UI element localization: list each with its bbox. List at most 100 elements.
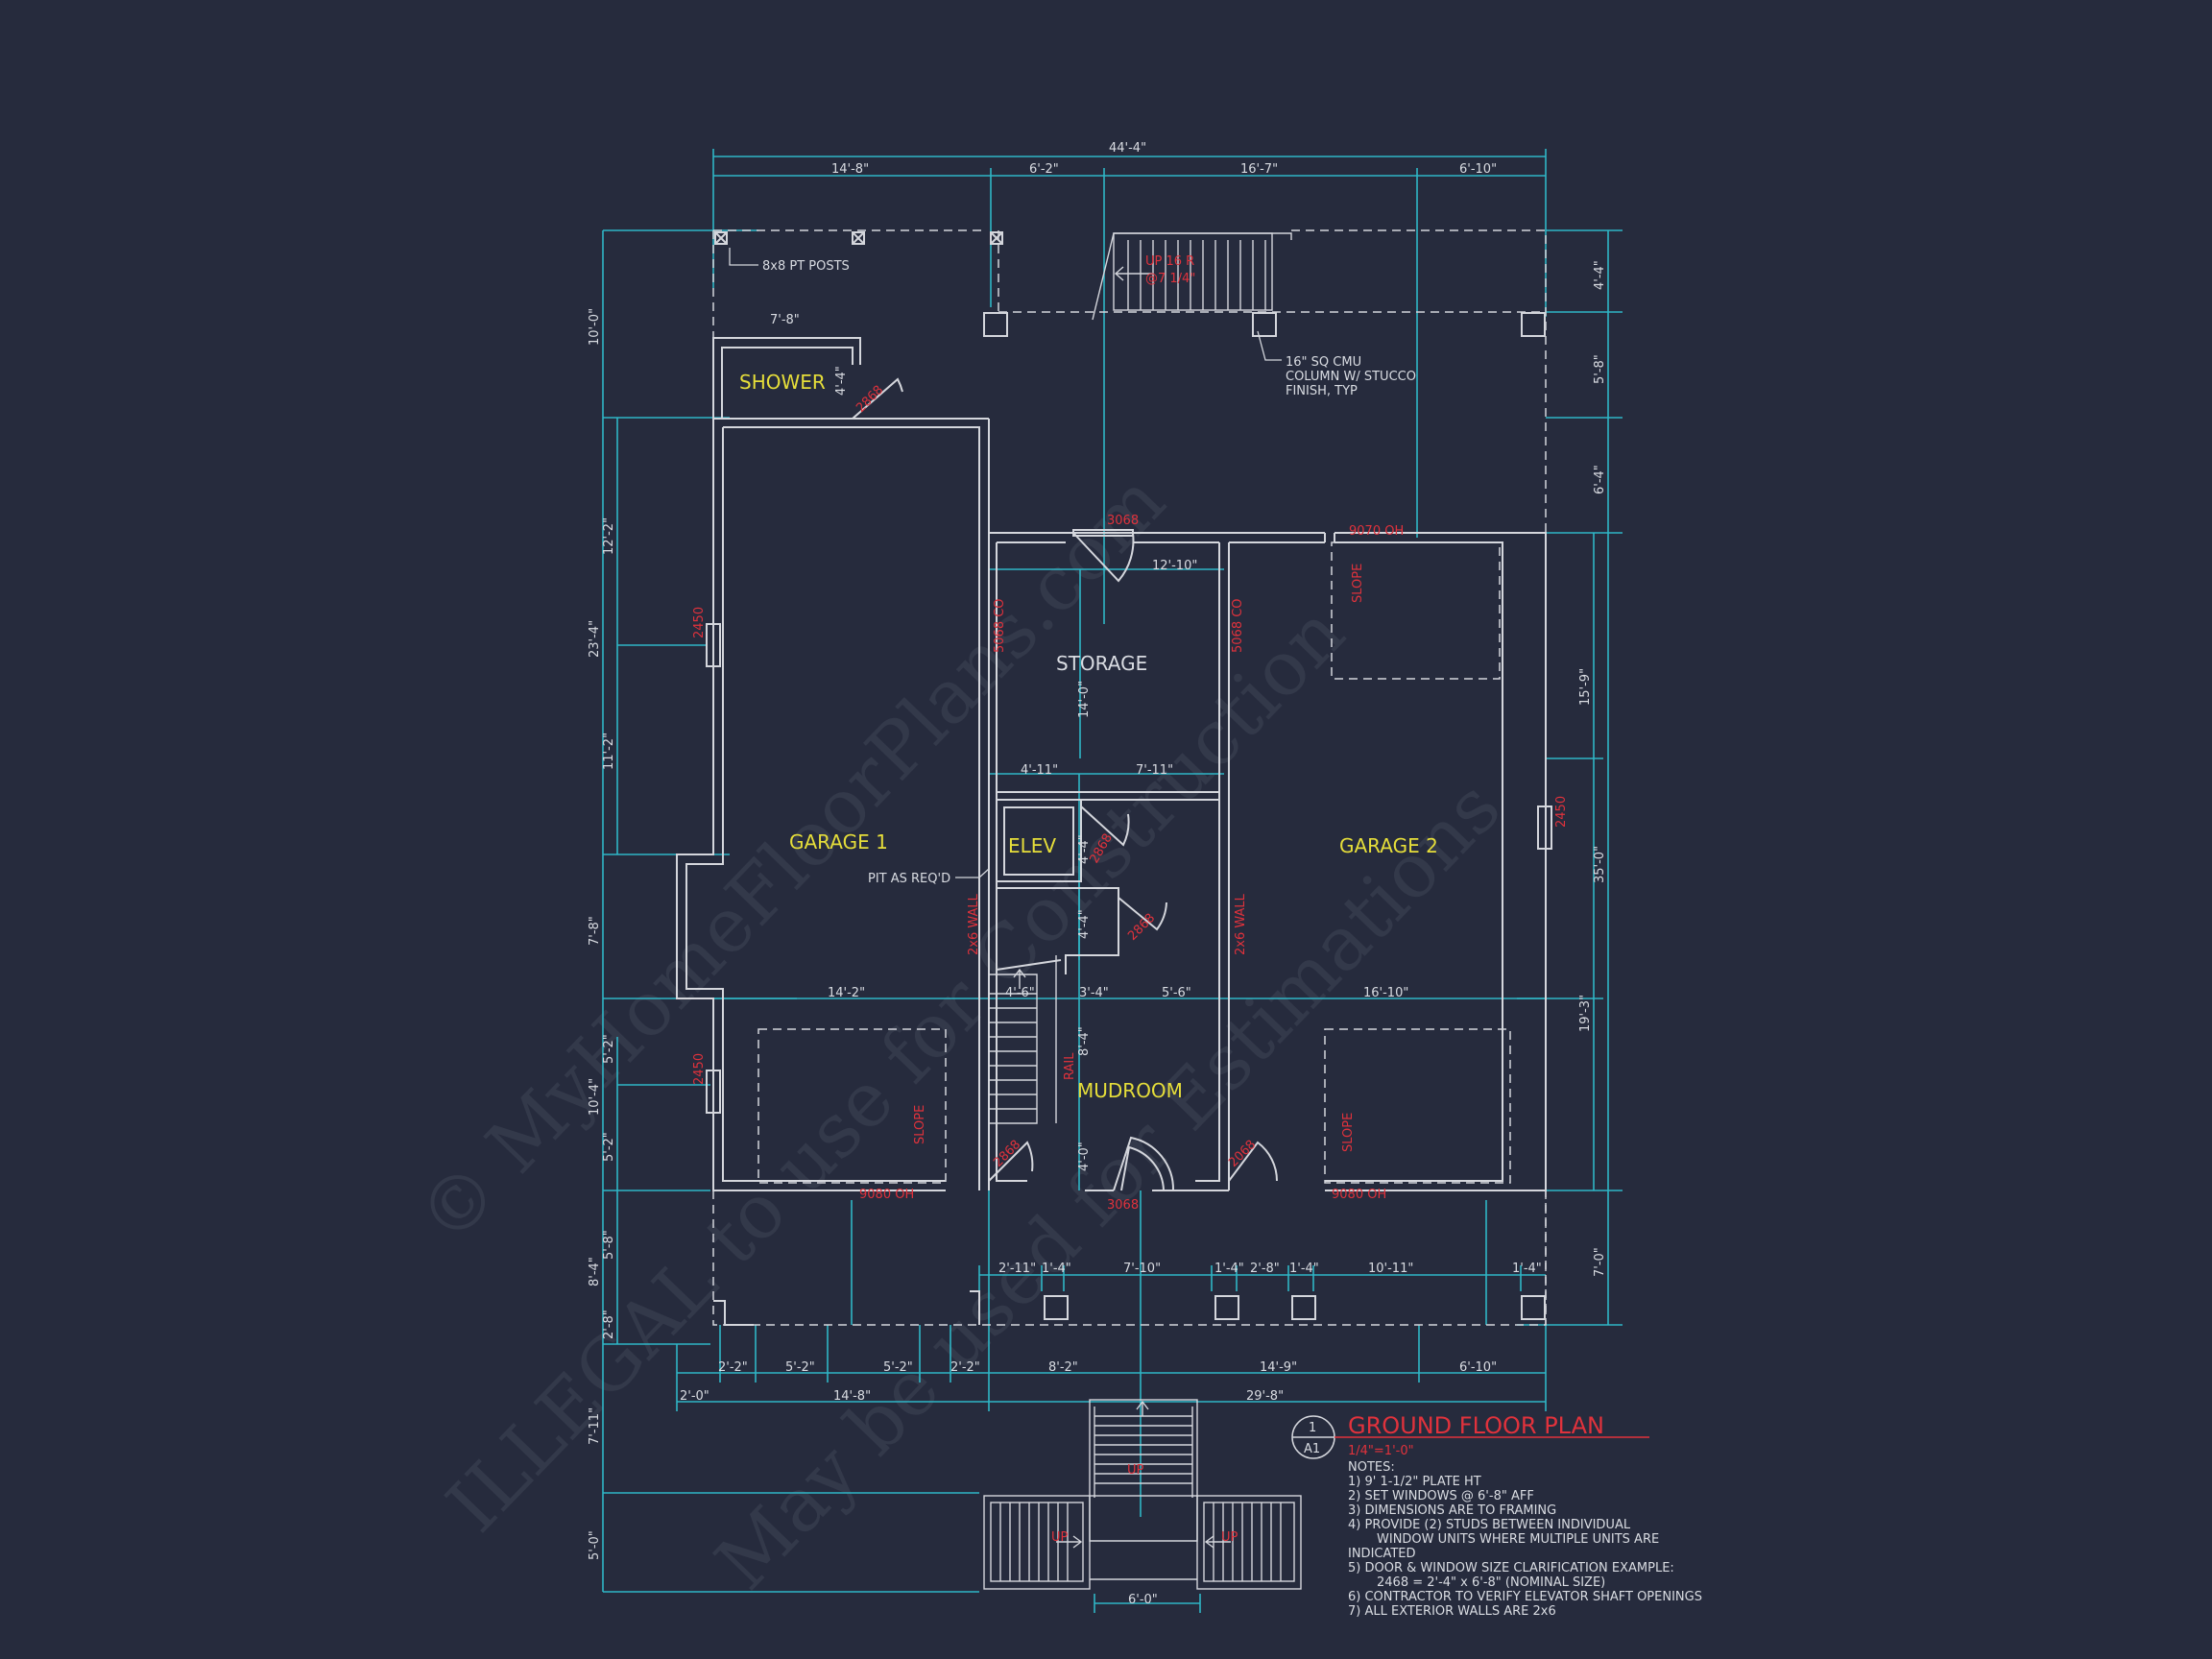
dim-porch-5: 2'-8"	[1250, 1262, 1280, 1276]
dim-left-11: 2'-8"	[602, 1310, 616, 1339]
dim-bottom-3: 5'-2"	[883, 1360, 913, 1375]
dim-porch-1: 2'-11"	[998, 1262, 1036, 1276]
label-up-2: UP	[1051, 1530, 1069, 1545]
label-wall-2: 2x6 WALL	[1234, 893, 1248, 955]
dim-left-2: 23'-4"	[588, 620, 602, 658]
dim-mid-a: 4'-6"	[1005, 986, 1035, 1000]
dim-mid-c: 5'-6"	[1162, 986, 1191, 1000]
dim-shower-h: 4'-4"	[834, 366, 849, 396]
note-pit: PIT AS REQ'D	[868, 872, 950, 886]
dashed-outlines	[712, 229, 1547, 1326]
leader-lines	[729, 248, 1282, 878]
label-stair-risers: UP 16 R	[1145, 254, 1194, 269]
note-posts: 8x8 PT POSTS	[762, 259, 850, 274]
room-label-garage-2: GARAGE 2	[1339, 834, 1438, 857]
dim-bottom-1: 2'-2"	[718, 1360, 748, 1375]
room-label-elev: ELEV	[1008, 834, 1056, 857]
note-5-example: 2468 = 2'-4" x 6'-8" (NOMINAL SIZE)	[1377, 1575, 1605, 1590]
label-overhead-g2-bottom: 9080 OH	[1332, 1188, 1386, 1202]
dim-left-12: 7'-11"	[588, 1407, 602, 1445]
label-slope-1: SLOPE	[1351, 564, 1365, 603]
dim-right-5: 35'-0"	[1593, 846, 1607, 883]
dim-bottom-2: 5'-2"	[785, 1360, 815, 1375]
dim-left-13: 5'-0"	[588, 1530, 602, 1560]
dim-garage1-width: 14'-2"	[828, 986, 865, 1000]
dim-hall-h: 4'-4"	[1077, 909, 1092, 939]
dim-elev-h: 4'-4"	[1077, 834, 1092, 864]
label-slope-3: SLOPE	[1341, 1113, 1356, 1152]
dim-top-2: 6'-2"	[1029, 162, 1059, 177]
annotations: 8x8 PT POSTS 16" SQ CMU COLUMN W/ STUCCO…	[762, 259, 1416, 886]
dim-storage-width: 12'-10"	[1152, 559, 1197, 573]
dim-left-4: 11'-2"	[602, 733, 616, 770]
dim-top-total: 44'-4"	[1109, 141, 1146, 156]
dim-bottom-row2-1: 2'-0"	[680, 1389, 709, 1404]
dim-porch-7: 10'-11"	[1368, 1262, 1413, 1276]
dim-bottom-row2-3: 29'-8"	[1246, 1389, 1284, 1404]
plan-title: GROUND FLOOR PLAN	[1348, 1412, 1604, 1439]
dim-bottom-5: 8'-2"	[1048, 1360, 1078, 1375]
dim-top-1: 14'-8"	[831, 162, 869, 177]
dim-split-b: 7'-11"	[1136, 763, 1173, 778]
note-4: 4) PROVIDE (2) STUDS BETWEEN INDIVIDUAL	[1348, 1518, 1631, 1532]
label-up-3: UP	[1221, 1530, 1238, 1545]
room-label-storage: STORAGE	[1056, 652, 1147, 675]
dimension-text: 44'-4" 14'-8" 6'-2" 16'-7" 6'-10" 7'-8" …	[588, 141, 1607, 1607]
note-column-3: FINISH, TYP	[1286, 384, 1358, 398]
dim-right-7: 7'-0"	[1593, 1247, 1607, 1277]
dim-porch-2: 1'-4"	[1042, 1262, 1071, 1276]
plan-scale: 1/4"=1'-0"	[1348, 1444, 1414, 1458]
dim-left-9: 8'-4"	[588, 1257, 602, 1286]
dim-mid-b: 3'-4"	[1079, 986, 1109, 1000]
note-column-2: COLUMN W/ STUCCO	[1286, 370, 1416, 384]
dimension-lines	[602, 149, 1623, 1613]
dim-bottom-4: 2'-2"	[950, 1360, 980, 1375]
dim-left-10: 5'-8"	[602, 1230, 616, 1260]
dim-shower-width: 7'-8"	[770, 313, 800, 327]
note-5: 5) DOOR & WINDOW SIZE CLARIFICATION EXAM…	[1348, 1561, 1674, 1575]
stairs	[983, 232, 1302, 1590]
dim-left-6: 10'-4"	[588, 1078, 602, 1116]
dim-right-2: 5'-8"	[1593, 354, 1607, 384]
room-label-mudroom: MUDROOM	[1077, 1079, 1183, 1102]
label-bypass-2: 5068 CO	[1231, 598, 1245, 653]
columns	[713, 231, 1546, 1326]
notes-heading: NOTES:	[1348, 1460, 1395, 1475]
label-window-3: 2450	[1554, 796, 1569, 828]
door-swings	[852, 377, 1278, 1191]
title-number: 1	[1309, 1421, 1316, 1435]
label-up-1: UP	[1127, 1463, 1144, 1478]
dim-bottom-7: 6'-10"	[1459, 1360, 1497, 1375]
dim-porch-4: 1'-4"	[1214, 1262, 1244, 1276]
dim-porch-6: 1'-4"	[1289, 1262, 1319, 1276]
label-overhead-g2: 9070 OH	[1349, 524, 1404, 539]
dim-right-6: 19'-3"	[1578, 995, 1593, 1032]
dim-stair-width: 6'-0"	[1128, 1593, 1158, 1607]
dim-right-4: 15'-9"	[1578, 668, 1593, 706]
label-door-2868-1: 2868	[854, 383, 886, 416]
label-stair-rise: @7 1/4"	[1145, 272, 1195, 286]
room-labels: SHOWER GARAGE 1 GARAGE 2 STORAGE ELEV MU…	[739, 371, 1438, 1102]
dim-split-a: 4'-11"	[1021, 763, 1058, 778]
label-window-2: 2450	[692, 1053, 707, 1085]
note-3: 3) DIMENSIONS ARE TO FRAMING	[1348, 1503, 1556, 1518]
label-window-1: 2450	[692, 607, 707, 638]
notes-block: NOTES: 1) 9' 1-1/2" PLATE HT 2) SET WIND…	[1348, 1460, 1702, 1619]
dim-door-h: 4'-0"	[1077, 1142, 1092, 1171]
dim-top-3: 16'-7"	[1240, 162, 1278, 177]
dim-storage-depth: 14'-0"	[1077, 681, 1092, 718]
dim-bottom-6: 14'-9"	[1260, 1360, 1297, 1375]
note-column-1: 16" SQ CMU	[1286, 355, 1361, 370]
label-wall-1: 2x6 WALL	[967, 893, 981, 955]
label-door-bottom: 3068	[1107, 1198, 1139, 1213]
title-sheet: A1	[1304, 1442, 1320, 1456]
dim-garage2-width: 16'-10"	[1363, 986, 1408, 1000]
dim-porch-3: 7'-10"	[1123, 1262, 1161, 1276]
dim-left-8: 5'-2"	[602, 1132, 616, 1162]
room-label-garage-1: GARAGE 1	[789, 830, 888, 854]
note-6: 6) CONTRACTOR TO VERIFY ELEVATOR SHAFT O…	[1348, 1590, 1702, 1604]
dim-right-3: 6'-4"	[1593, 465, 1607, 494]
note-4-end: INDICATED	[1348, 1547, 1416, 1561]
